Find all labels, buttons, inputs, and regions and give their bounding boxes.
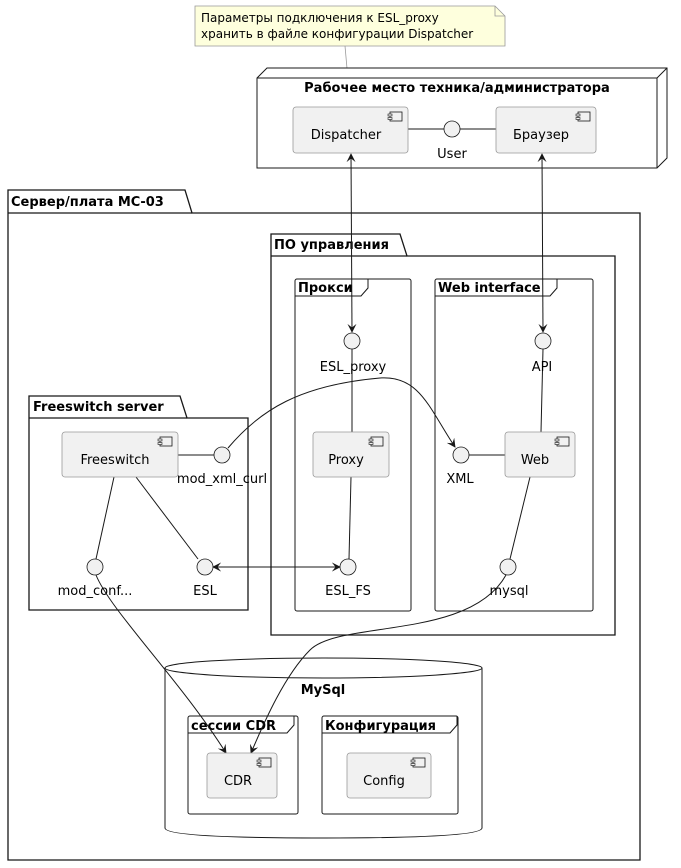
esl-proxy-label: ESL_proxy [320,360,387,375]
note-line-2: хранить в файле конфигурации Dispatcher [201,27,473,41]
dispatcher-component[interactable]: Dispatcher [292,106,409,154]
workstation-title: Рабочее место техника/администратора [304,81,610,96]
config-label: Config [363,774,405,789]
esl-fs-label: ESL_FS [325,584,371,599]
api-web-link [540,348,544,433]
mysql-title: MySql [301,683,346,698]
web-component[interactable]: Web [504,431,576,478]
esl-fs-interface[interactable]: ESL_FS [325,558,371,599]
xml-label: XML [446,472,474,487]
dispatcher-eslproxy-arrow [346,153,357,333]
web-label: Web [521,453,549,468]
arrows [95,153,548,754]
freeswitch-modconf-link [95,476,115,560]
component-icon [157,436,173,447]
component-icon [554,436,570,447]
api-interface[interactable]: API [532,332,553,375]
browser-api-arrow [537,153,548,333]
mysql-cdr-arrow [250,574,507,754]
config-component[interactable]: Config [346,752,432,799]
cdr-component[interactable]: CDR [206,752,278,799]
dispatcher-label: Dispatcher [311,128,382,143]
proxy-label: Proxy [328,453,364,468]
proxy-eslfs-link [348,476,352,560]
note: Параметры подключения к ESL_proxy хранит… [194,5,506,103]
esl-proxy-interface[interactable]: ESL_proxy [320,332,387,375]
proxy-component[interactable]: Proxy [312,431,390,478]
freeswitch-package-title: Freeswitch server [33,400,164,415]
component-icon [256,757,272,768]
browser-component[interactable]: Браузер [495,106,597,154]
user-label: User [437,147,467,162]
cdr-label: CDR [224,774,252,789]
component-icon [575,111,591,122]
mysql-label: mysql [490,584,529,599]
modxml-xml-arrow [227,377,456,449]
management-title: ПО управления [274,238,389,253]
esl-label: ESL [193,584,217,599]
freeswitch-esl-link [135,476,199,560]
freeswitch-package: Freeswitch server [28,395,249,611]
component-icon [387,111,403,122]
connectors [95,128,544,560]
api-label: API [532,360,553,375]
cdr-sessions-title: сессии CDR [191,719,276,734]
modconf-cdr-arrow [95,574,227,754]
configuration-title: Конфигурация [325,719,436,734]
mod-conf-label: mod_conf... [58,584,133,599]
note-line-1: Параметры подключения к ESL_proxy [201,11,439,25]
xml-interface[interactable]: XML [446,446,474,487]
mod-conf-interface[interactable]: mod_conf... [58,558,133,599]
component-icon [368,436,384,447]
web-frame-title: Web interface [438,281,541,296]
mod-xml-curl-label: mod_xml_curl [177,472,267,487]
esl-interface[interactable]: ESL [193,558,218,599]
server-title: Сервер/плата МС-03 [11,195,164,210]
mysql-interface[interactable]: mysql [490,558,529,599]
freeswitch-label: Freeswitch [80,453,149,468]
freeswitch-component[interactable]: Freeswitch [61,431,179,478]
mod-xml-curl-interface[interactable]: mod_xml_curl [177,446,267,487]
web-mysql-link [509,476,531,560]
proxy-frame-title: Прокси [298,281,353,296]
component-icon [410,757,426,768]
user-interface[interactable]: User [437,120,467,162]
browser-label: Браузер [513,128,569,143]
